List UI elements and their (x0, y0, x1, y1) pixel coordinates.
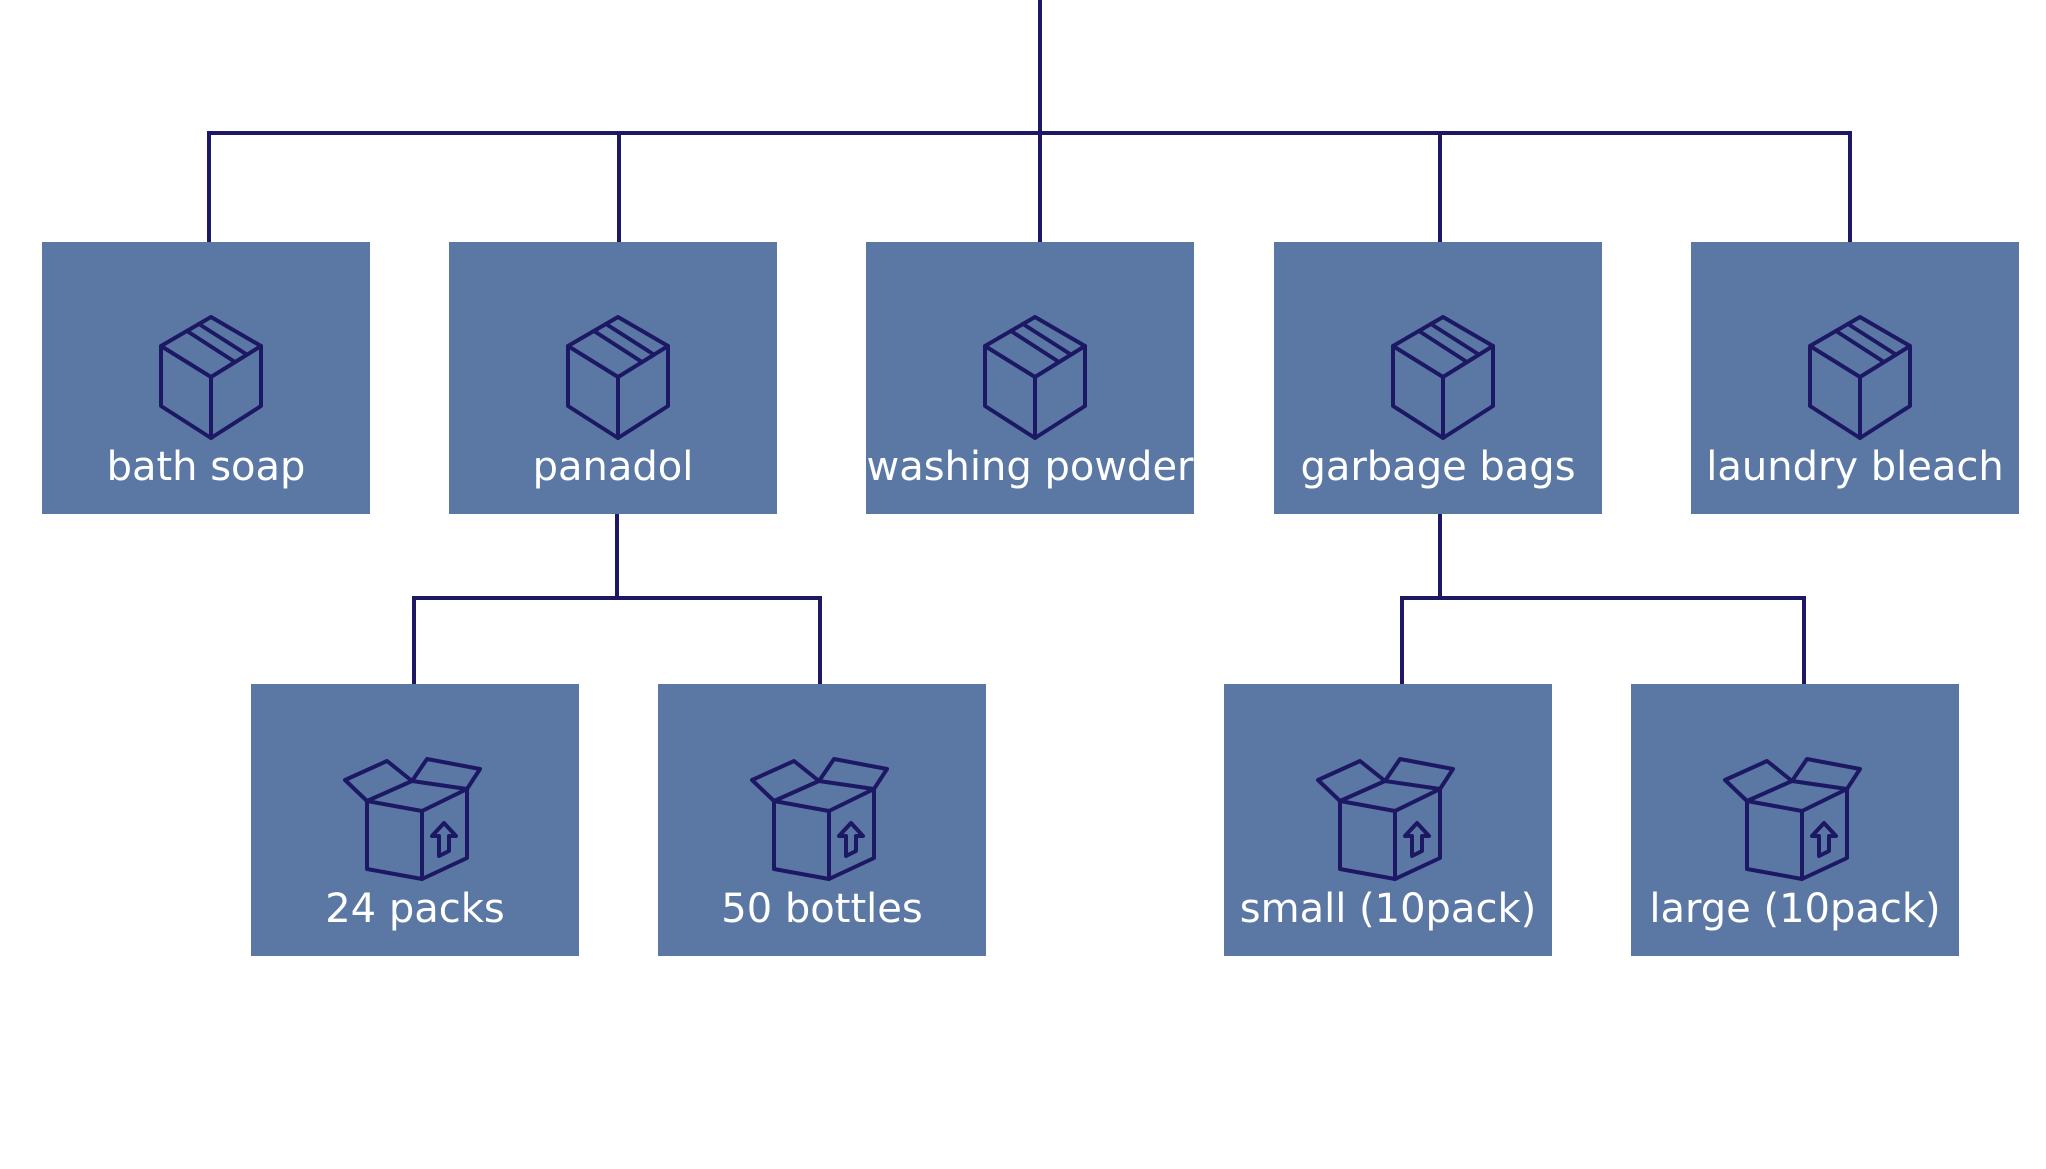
open-box-icon (1316, 757, 1455, 881)
node-panadol: panadol (449, 242, 777, 514)
node-laundry-bleach: laundry bleach (1691, 242, 2019, 514)
closed-box-icon (159, 315, 263, 440)
node-box (866, 242, 1194, 514)
node-boxes: bath soap panadol washing powder garbage ba… (42, 242, 2019, 956)
node-label: 24 packs (325, 886, 505, 932)
closed-box-icon (566, 315, 670, 440)
node-washing-powder: washing powder (866, 242, 1194, 514)
node-label: panadol (533, 444, 694, 490)
node-label: bath soap (107, 444, 306, 490)
closed-box-icon (1391, 315, 1495, 440)
node-50-bottles: 50 bottles (658, 684, 986, 956)
node-box (449, 242, 777, 514)
node-label: washing powder (866, 444, 1194, 490)
node-bath-soap: bath soap (42, 242, 370, 514)
node-label: garbage bags (1300, 444, 1575, 490)
node-label: small (10pack) (1240, 886, 1536, 932)
open-box-icon (343, 757, 482, 881)
node-box (42, 242, 370, 514)
node-label: laundry bleach (1706, 444, 2004, 490)
open-box-icon (750, 757, 889, 881)
connector-garbage-children (1400, 514, 1806, 684)
node-box (658, 684, 986, 956)
open-box-icon (1723, 757, 1862, 881)
node-large-10pack: large (10pack) (1631, 684, 1959, 956)
node-24-packs: 24 packs (251, 684, 579, 956)
connector-top-bus (207, 131, 1852, 242)
node-label: large (10pack) (1649, 886, 1940, 932)
node-small-10pack: small (10pack) (1224, 684, 1552, 956)
connector-panadol-children (412, 514, 822, 684)
closed-box-icon (983, 315, 1087, 440)
node-label: 50 bottles (721, 886, 922, 932)
node-box (1274, 242, 1602, 514)
node-box (1631, 684, 1959, 956)
node-box (1224, 684, 1552, 956)
node-box (251, 684, 579, 956)
connector-lines (207, 0, 1852, 684)
closed-box-icon (1808, 315, 1912, 440)
node-box (1691, 242, 2019, 514)
node-garbage-bags: garbage bags (1274, 242, 1602, 514)
